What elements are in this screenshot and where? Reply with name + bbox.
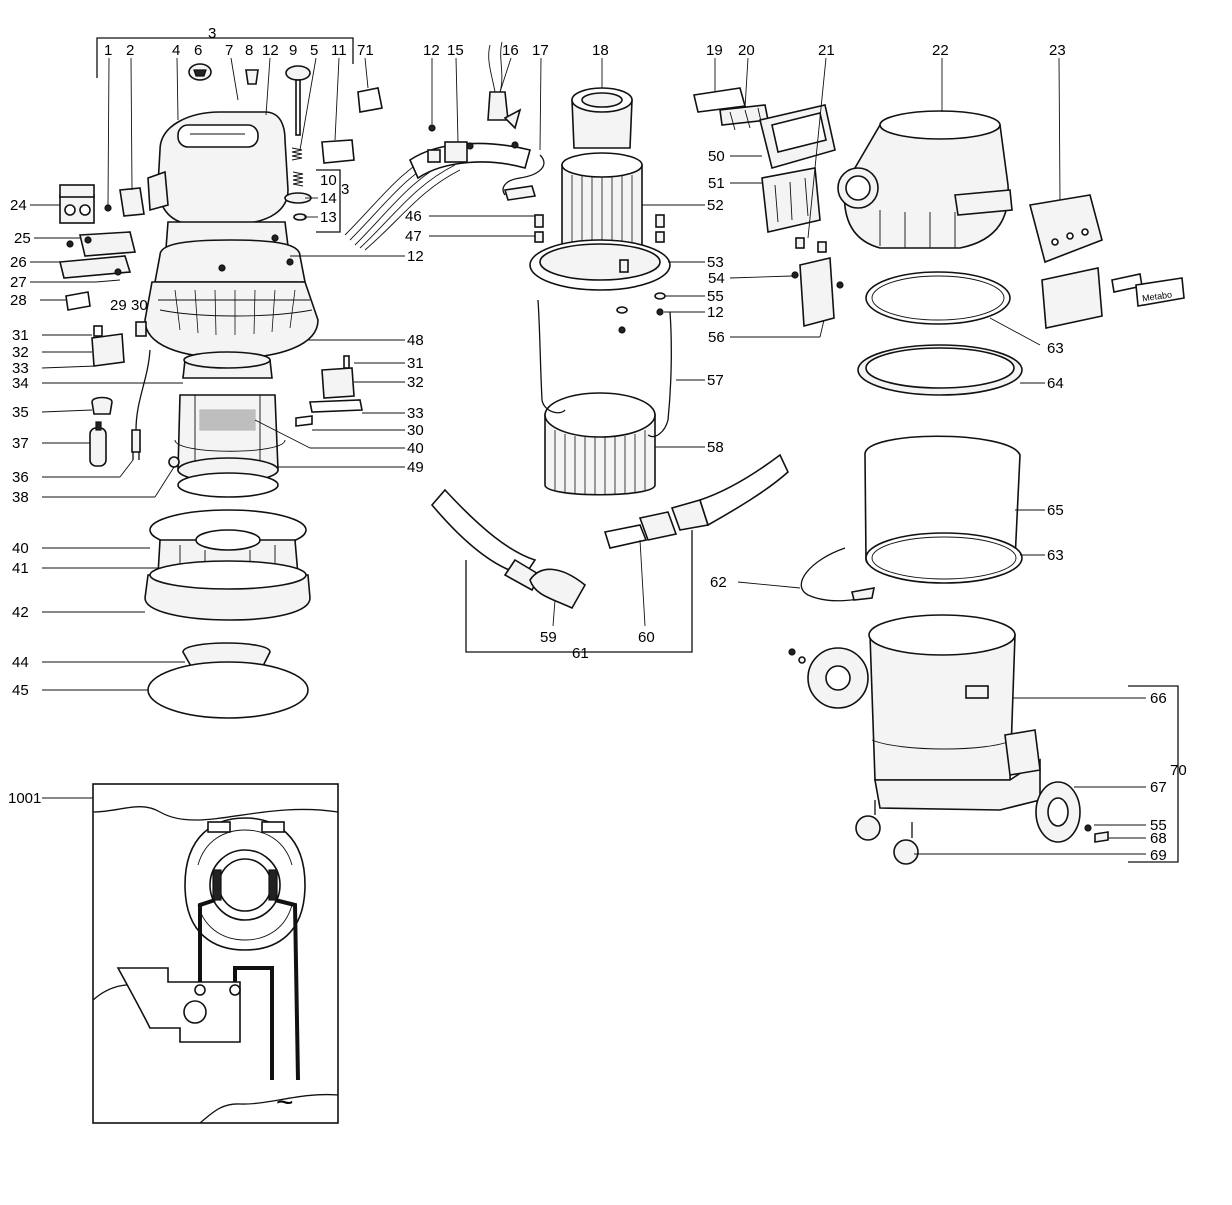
label-40-left: 40 [12,540,29,557]
label-57: 57 [707,372,724,389]
label-46: 46 [405,208,422,225]
label-3-side: 3 [341,181,349,198]
label-70: 70 [1170,762,1187,779]
label-1: 1 [104,42,112,59]
label-45: 45 [12,682,29,699]
label-40-right: 40 [407,440,424,457]
label-12-top: 12 [262,42,279,59]
label-33-right: 33 [407,405,424,422]
label-34: 34 [12,375,29,392]
label-8: 8 [245,42,253,59]
label-44: 44 [12,654,29,671]
label-47: 47 [405,228,422,245]
label-51: 51 [708,175,725,192]
label-14: 14 [320,190,337,207]
label-65: 65 [1047,502,1064,519]
label-27: 27 [10,274,27,291]
label-71: 71 [357,42,374,59]
label-11: 11 [331,42,347,59]
label-26: 26 [10,254,27,271]
filter-and-electrics-assembly [344,41,789,653]
label-52: 52 [707,197,724,214]
label-56: 56 [708,329,725,346]
label-25: 25 [14,230,31,247]
label-29: 29 [110,297,127,314]
part-number-labels: 3 1 2 4 6 7 8 12 9 5 11 71 10 3 14 13 12… [8,25,1187,864]
label-55-bottom: 55 [1150,817,1167,834]
label-36: 36 [12,469,29,486]
label-19: 19 [706,42,723,59]
label-54: 54 [708,270,725,287]
ac-symbol: ~ [276,1086,294,1119]
label-9: 9 [289,42,297,59]
label-66: 66 [1150,690,1167,707]
label-62: 62 [710,574,727,591]
label-58: 58 [707,439,724,456]
label-42: 42 [12,604,29,621]
label-28: 28 [10,292,27,309]
label-4: 4 [172,42,180,59]
label-6: 6 [194,42,202,59]
label-24: 24 [10,197,27,214]
label-22: 22 [932,42,949,59]
label-55-center: 55 [707,288,724,305]
label-63-bottom: 63 [1047,547,1064,564]
label-67: 67 [1150,779,1167,796]
label-30-left: 30 [131,297,148,314]
label-48: 48 [407,332,424,349]
label-18: 18 [592,42,609,59]
label-15: 15 [447,42,464,59]
label-49: 49 [407,459,424,476]
label-64: 64 [1047,375,1064,392]
label-41: 41 [12,560,29,577]
label-69: 69 [1150,847,1167,864]
label-60: 60 [638,629,655,646]
label-17: 17 [532,42,549,59]
label-38: 38 [12,489,29,506]
label-59: 59 [540,629,557,646]
container-assembly [693,57,1185,865]
brand-label: Metabo [1141,289,1172,303]
label-31-left: 31 [12,327,29,344]
label-1001: 1001 [8,790,41,807]
label-20: 20 [738,42,755,59]
label-68: 68 [1150,830,1167,847]
label-3-top: 3 [208,25,216,42]
label-5: 5 [310,42,318,59]
wiring-detail-inset: ~ [42,783,339,1124]
label-12-right: 12 [407,248,424,265]
label-35: 35 [12,404,29,421]
motor-head-assembly [30,37,405,719]
label-21: 21 [818,42,835,59]
label-10: 10 [320,172,337,189]
label-23: 23 [1049,42,1066,59]
label-12-center: 12 [423,42,440,59]
label-31-right: 31 [407,355,424,372]
label-7: 7 [225,42,233,59]
label-13: 13 [320,209,337,226]
label-16: 16 [502,42,519,59]
label-33-left: 33 [12,360,29,377]
label-32-left: 32 [12,344,29,361]
label-37: 37 [12,435,29,452]
label-2: 2 [126,42,134,59]
label-32-right: 32 [407,374,424,391]
label-30-right: 30 [407,422,424,439]
label-12-filter: 12 [707,304,724,321]
label-61: 61 [572,645,589,662]
label-53: 53 [707,254,724,271]
label-50: 50 [708,148,725,165]
label-63-top: 63 [1047,340,1064,357]
